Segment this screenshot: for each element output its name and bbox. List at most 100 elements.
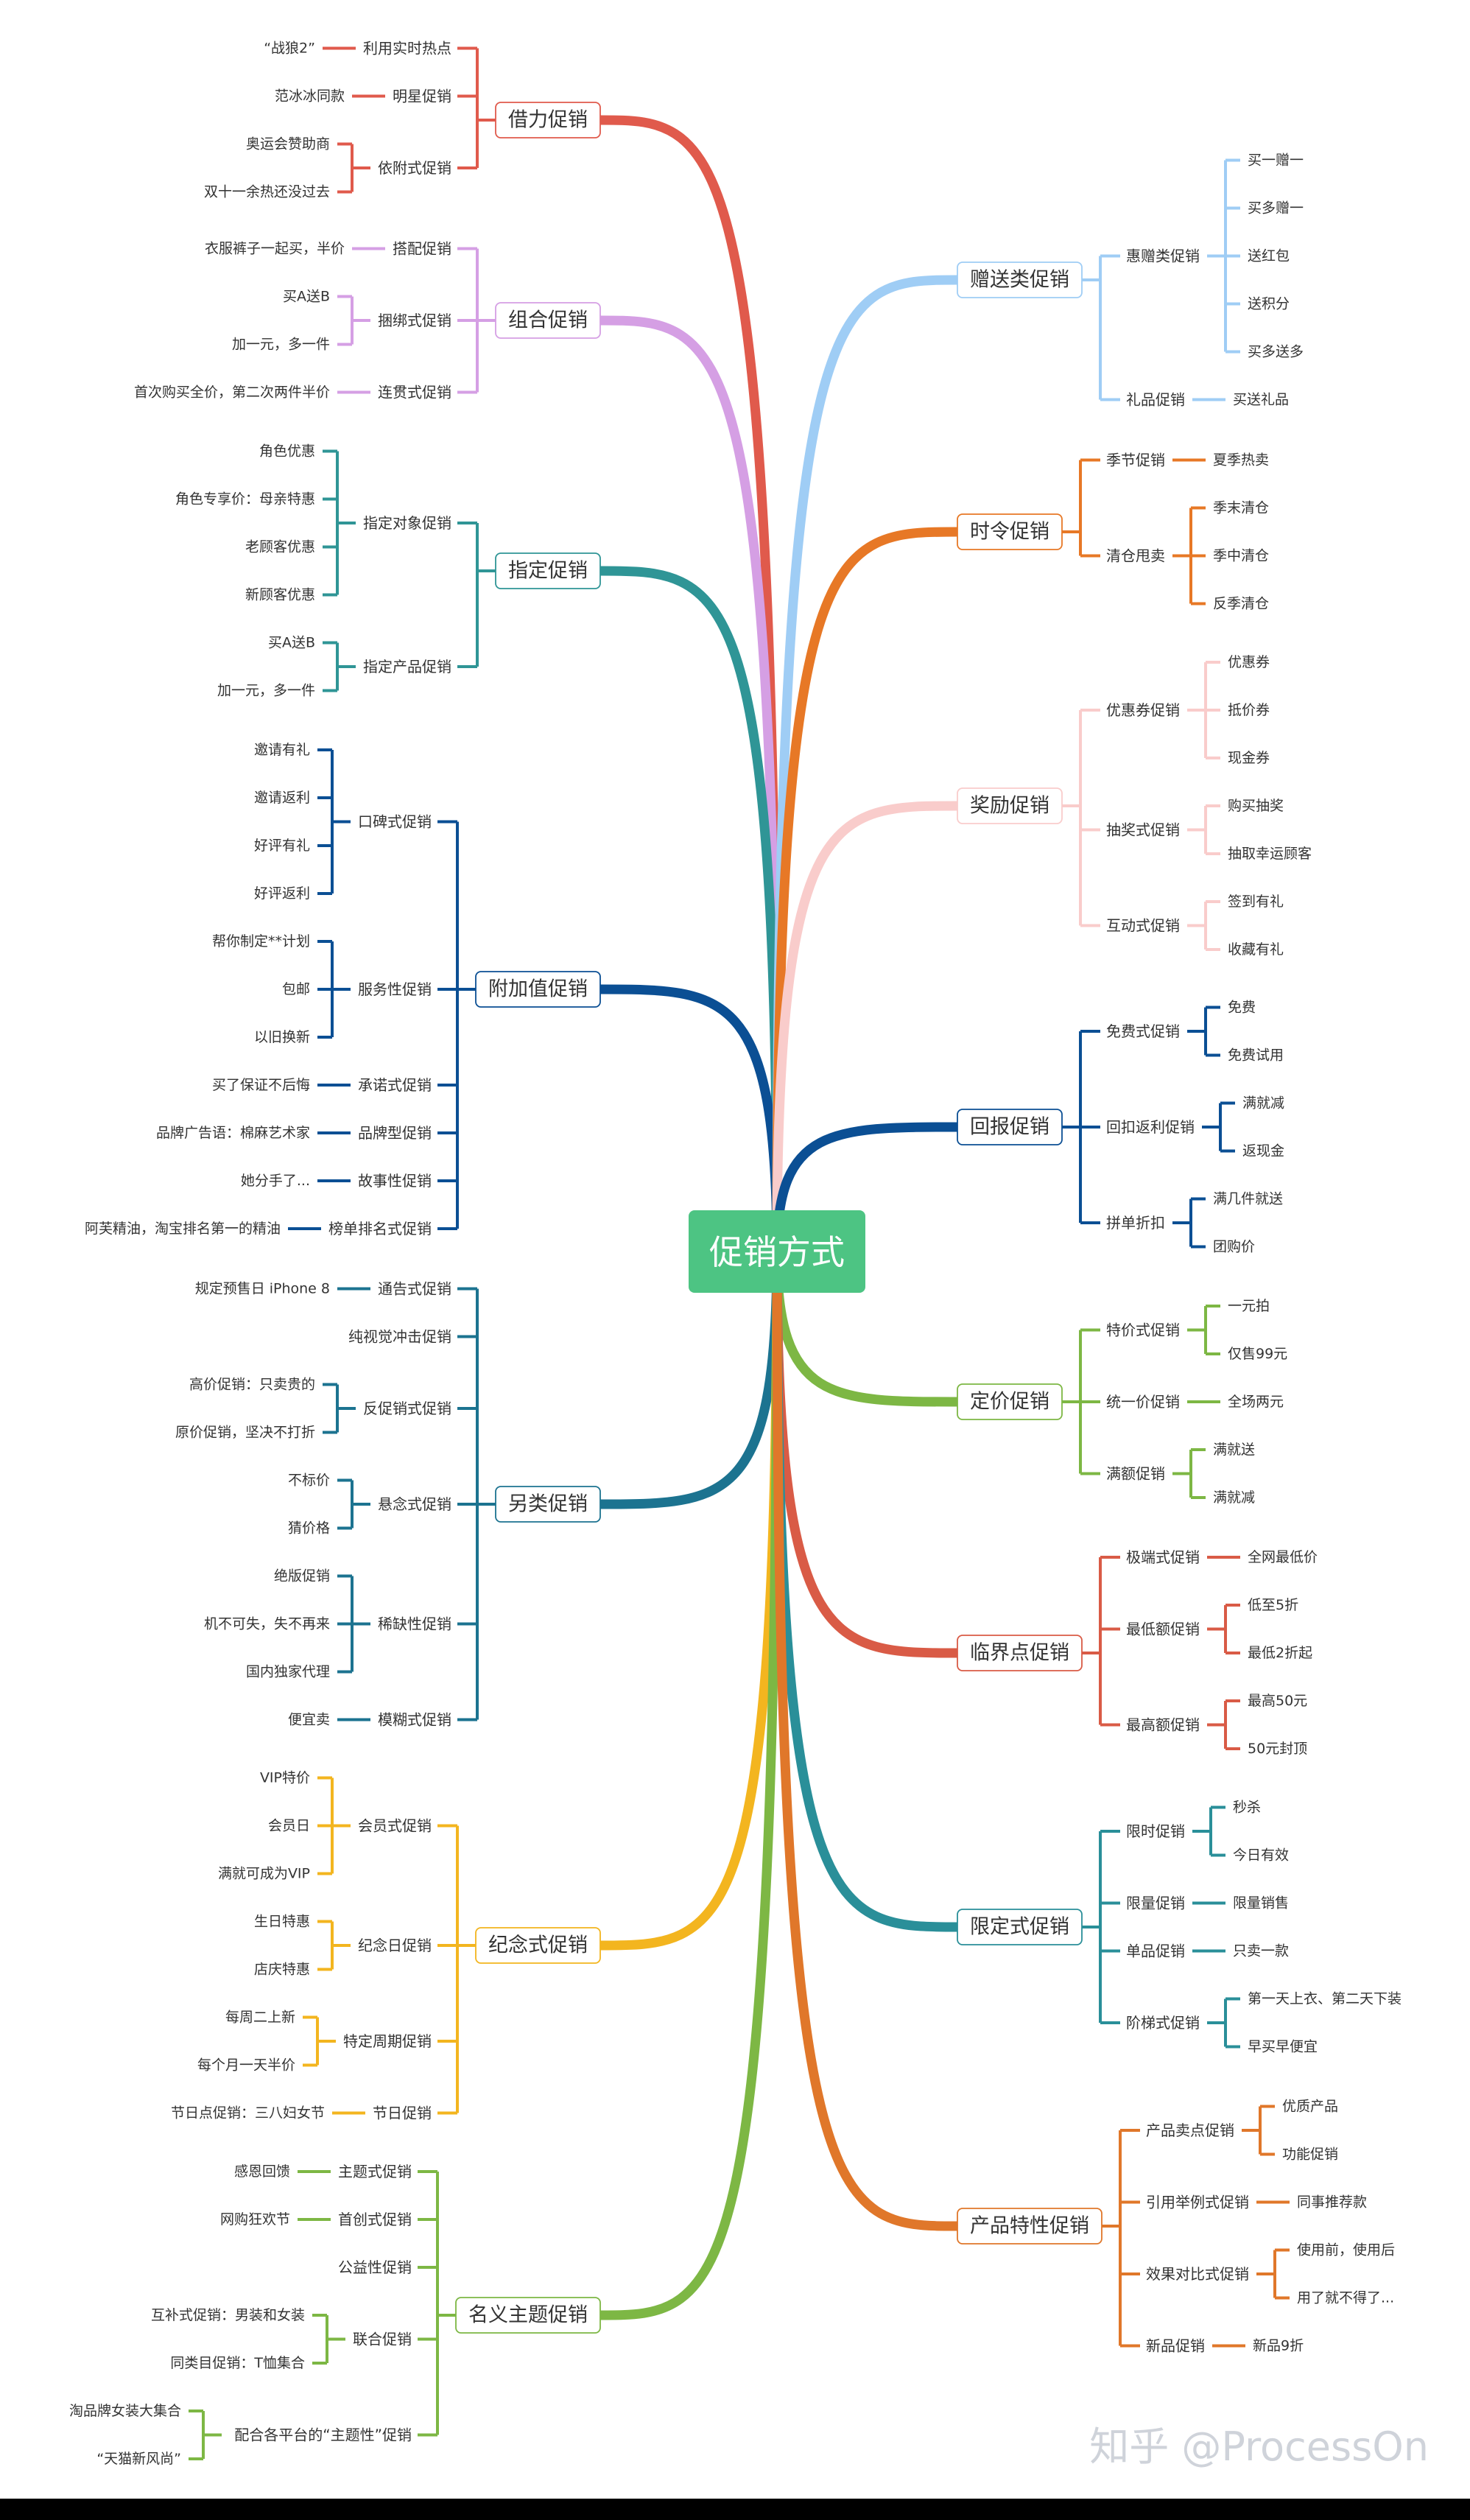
subtopic-label: 回扣返利促销 — [1106, 1118, 1195, 1136]
bottom-bar — [0, 2499, 1470, 2520]
leaf-label: 50元封顶 — [1248, 1741, 1307, 1757]
subtopic-label: 指定产品促销 — [363, 658, 451, 675]
topic-box[interactable] — [957, 1909, 1083, 1945]
leaf-label: 高价促销：只卖贵的 — [189, 1377, 315, 1393]
leaf-label: 优惠券 — [1228, 654, 1270, 670]
leaf-label: 满就减 — [1242, 1095, 1284, 1112]
topic-label: 另类促销 — [508, 1493, 588, 1516]
topic-box[interactable] — [495, 552, 601, 589]
subtopic-label: 公益性促销 — [338, 2258, 412, 2276]
leaf-label: 便宜卖 — [288, 1712, 330, 1728]
leaf-label: 帮你制定**计划 — [212, 933, 310, 950]
subtopic-label: 模糊式促销 — [378, 1711, 451, 1729]
subtopic-label: 纪念日促销 — [358, 1937, 432, 1954]
branch-curves — [595, 115, 963, 2320]
subtopic-label: 引用举例式促销 — [1146, 2194, 1249, 2211]
subtopic-label: 满额促销 — [1106, 1465, 1165, 1483]
subtopic-label: 品牌型促销 — [358, 1124, 432, 1142]
topic-label: 产品特性促销 — [970, 2215, 1089, 2238]
leaf-label: 满就送 — [1213, 1442, 1255, 1458]
subtopic-label: 特定周期促销 — [343, 2032, 432, 2050]
topic-box[interactable] — [475, 1927, 601, 1964]
subtopic-label: 主题式促销 — [338, 2163, 412, 2180]
topic-box[interactable] — [475, 971, 601, 1008]
leaf-label: 低至5折 — [1248, 1597, 1298, 1613]
leaf-label: 第一天上衣、第二天下装 — [1248, 1991, 1402, 2007]
leaf-label: 加一元，多一件 — [217, 683, 315, 699]
leaf-label: 双十一余热还没过去 — [204, 184, 330, 200]
subtopic-label: 季节促销 — [1106, 452, 1165, 469]
leaf-label: 返现金 — [1242, 1143, 1284, 1159]
leaf-label: 现金券 — [1228, 750, 1270, 766]
leaf-label: 买A送B — [283, 289, 330, 305]
subtopic-label: 依附式促销 — [378, 159, 451, 177]
subtopic-label: 限时促销 — [1126, 1822, 1185, 1840]
topic-box[interactable] — [957, 1109, 1063, 1145]
central-topic-box[interactable] — [689, 1210, 865, 1293]
leaf-label: 送红包 — [1248, 248, 1290, 264]
leaf-label: 互补式促销：男装和女装 — [151, 2307, 305, 2323]
central-topic[interactable]: 促销方式 — [689, 1210, 865, 1293]
leaf-label: 功能促销 — [1282, 2147, 1338, 2163]
leaf-label: 免费试用 — [1228, 1047, 1284, 1064]
subtopic-label: 口碑式促销 — [358, 813, 432, 831]
leaf-label: 买多赠一 — [1248, 200, 1304, 217]
subtopic-label: 单品促销 — [1126, 1942, 1185, 1960]
topic-box[interactable] — [455, 2297, 601, 2334]
topic-box[interactable] — [957, 513, 1063, 550]
subtopic-label: 反促销式促销 — [363, 1400, 451, 1417]
leaf-label: 一元拍 — [1228, 1298, 1270, 1314]
watermark-text: 知乎 @ProcessOn — [1089, 2424, 1429, 2470]
topic-label: 临界点促销 — [970, 1642, 1069, 1665]
topic-label: 时令促销 — [970, 521, 1049, 544]
subtopic-label: 服务性促销 — [358, 980, 432, 998]
subtopic-label: 最高额促销 — [1126, 1716, 1200, 1734]
branch-curve — [772, 1247, 963, 2231]
leaf-label: 好评返利 — [254, 885, 310, 902]
subtopic-label: 极端式促销 — [1126, 1548, 1200, 1566]
subtopic-label: 清仓甩卖 — [1106, 547, 1165, 565]
topic-box[interactable] — [957, 1635, 1083, 1671]
leaf-label: 新品9折 — [1253, 2338, 1304, 2354]
leaf-label: 首次购买全价，第二次两件半价 — [134, 385, 330, 401]
leaf-label: 淘品牌女装大集合 — [69, 2403, 181, 2419]
subtopic-label: 产品卖点促销 — [1146, 2121, 1234, 2139]
topic-box[interactable] — [957, 1383, 1063, 1420]
topic-label: 赠送类促销 — [970, 269, 1069, 292]
leaf-label: 使用前，使用后 — [1297, 2242, 1395, 2258]
topic-box[interactable] — [495, 302, 601, 339]
topic-label: 奖励促销 — [970, 795, 1049, 818]
leaf-label: “天猫新风尚” — [96, 2451, 181, 2467]
subtopic-label: 连贯式促销 — [378, 384, 451, 401]
branch-curve — [595, 315, 782, 1257]
topic-label: 限定式促销 — [970, 1916, 1069, 1939]
topic-box[interactable] — [957, 262, 1083, 298]
leaf-label: 角色专享价：母亲特惠 — [175, 491, 315, 508]
topic-label: 组合促销 — [508, 309, 588, 332]
branch-curve — [772, 275, 963, 1257]
topic-box[interactable] — [495, 102, 601, 138]
subtopic-label: 新品促销 — [1146, 2337, 1205, 2355]
leaf-label: 秒杀 — [1233, 1800, 1261, 1816]
leaf-label: 衣服裤子一起买，半价 — [205, 241, 345, 257]
leaf-label: 早买早便宜 — [1248, 2039, 1318, 2055]
branch-curve — [772, 1247, 963, 1658]
topic-box[interactable] — [957, 2208, 1102, 2245]
leaf-label: 新顾客优惠 — [245, 587, 315, 603]
leaf-label: 满就可成为VIP — [218, 1866, 310, 1882]
leaf-label: 全网最低价 — [1248, 1549, 1318, 1565]
leaf-label: 用了就不得了... — [1297, 2290, 1394, 2306]
subtopic-label: 统一价促销 — [1106, 1393, 1180, 1411]
branch-curve — [595, 566, 782, 1257]
topic-box[interactable] — [957, 787, 1063, 824]
leaf-label: 满几件就送 — [1213, 1191, 1283, 1207]
subtopic-label: 抽奖式促销 — [1106, 821, 1180, 839]
leaf-label: 不标价 — [288, 1473, 330, 1489]
leaf-label: 阿芙精油，淘宝排名第一的精油 — [85, 1221, 281, 1237]
leaf-label: 限量销售 — [1233, 1895, 1289, 1912]
leaf-label: 规定预售日 iPhone 8 — [195, 1281, 330, 1297]
leaf-label: 生日特惠 — [254, 1914, 310, 1930]
leaf-label: 每个月一天半价 — [197, 2057, 295, 2074]
topic-box[interactable] — [495, 1486, 601, 1523]
